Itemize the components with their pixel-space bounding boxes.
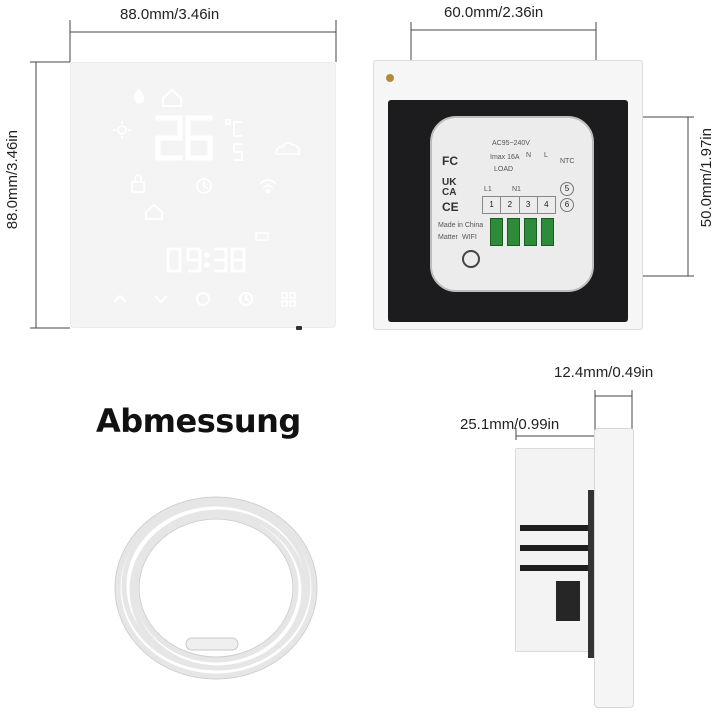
side-gap <box>588 490 595 658</box>
celsius-unit <box>225 119 243 161</box>
sensor-probe <box>185 637 239 651</box>
front-width-label: 88.0mm/3.46in <box>120 6 220 23</box>
n-label: N <box>526 152 532 159</box>
panel-clip <box>296 326 302 330</box>
imax-label: Imax 16A <box>490 154 520 161</box>
ce-mark: CE <box>442 200 459 214</box>
sun-icon <box>113 121 131 139</box>
front-display-graphics <box>113 88 300 307</box>
clock-icon <box>196 178 212 194</box>
side-body-depth-label: 25.1mm/0.99in <box>460 416 560 433</box>
home-icon <box>162 88 182 107</box>
terminal-strip: 1 2 3 4 <box>482 196 556 214</box>
back-height-label: 50.0mm/1.97in <box>698 128 715 228</box>
ukca-mark: UK CA <box>442 177 457 198</box>
terminal-label: 4 <box>544 200 549 209</box>
sensor-cable <box>114 496 318 680</box>
speaker-icon <box>462 250 480 268</box>
power-icon <box>196 292 210 306</box>
l-label: L <box>544 152 548 159</box>
clock-digits <box>166 247 246 273</box>
lock-icon <box>131 174 145 193</box>
cloud-icon <box>275 142 300 155</box>
menu-icon <box>281 292 296 307</box>
thermostat-front-panel <box>70 62 336 328</box>
green-terminals <box>490 218 554 246</box>
power-module: AC95~240V FC UK CA CE Imax 16A LOAD L1 N… <box>430 116 594 292</box>
terminal-label: 1 <box>483 197 502 213</box>
screw-icon <box>386 74 394 82</box>
n1-label: N1 <box>512 186 521 193</box>
connector-block <box>556 581 580 621</box>
battery-icon <box>255 232 269 241</box>
heading-abmessung: Abmessung <box>96 402 301 440</box>
vent-slot <box>520 525 588 531</box>
side-front-panel <box>594 428 634 708</box>
l1-label: L1 <box>484 186 492 193</box>
wifi-icon <box>259 179 277 194</box>
down-arrow-icon <box>154 295 168 304</box>
side-panel-depth-label: 12.4mm/0.49in <box>554 364 654 381</box>
terminal-label: 3 <box>520 197 538 213</box>
timer-button-icon <box>239 292 253 306</box>
voltage-label: AC95~240V <box>492 140 530 147</box>
wifi-label: WIFI <box>462 234 477 241</box>
made-in-label: Made in China <box>438 222 484 229</box>
terminal-label: 2 <box>501 197 520 213</box>
up-arrow-icon <box>113 294 127 303</box>
vent-slot <box>520 545 588 551</box>
sensor-terminal-6: 6 <box>560 198 574 212</box>
fc-mark: FC <box>442 154 458 168</box>
away-home-icon <box>145 203 163 220</box>
ntc-label: NTC <box>560 158 575 165</box>
vent-slot <box>520 565 588 571</box>
side-body <box>515 448 597 652</box>
temperature-digits <box>155 115 213 161</box>
back-width-label: 60.0mm/2.36in <box>444 4 544 21</box>
matter-label: Matter <box>438 234 458 241</box>
front-height-label: 88.0mm/3.46in <box>4 130 21 230</box>
sensor-terminal-5: 5 <box>560 182 574 196</box>
flame-icon <box>133 88 145 104</box>
load-label: LOAD <box>494 166 514 173</box>
